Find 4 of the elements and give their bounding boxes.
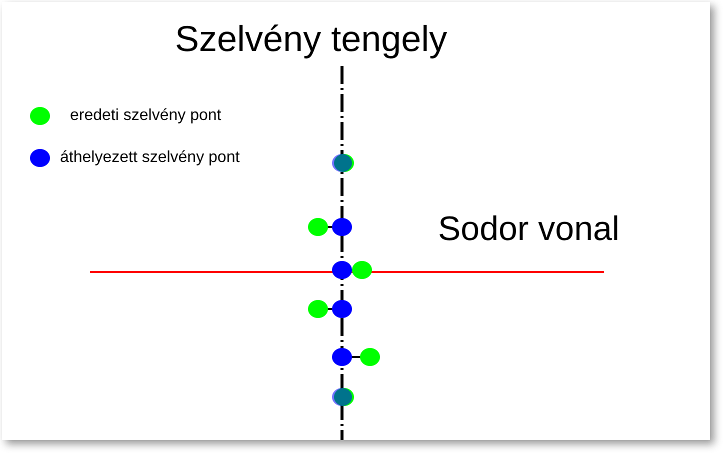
line-label: Sodor vonal — [438, 210, 620, 249]
legend-text: eredeti szelvény pont — [70, 107, 222, 125]
axis-label: Szelvény tengely — [175, 18, 448, 60]
legend-text: áthelyezett szelvény pont — [60, 149, 240, 167]
